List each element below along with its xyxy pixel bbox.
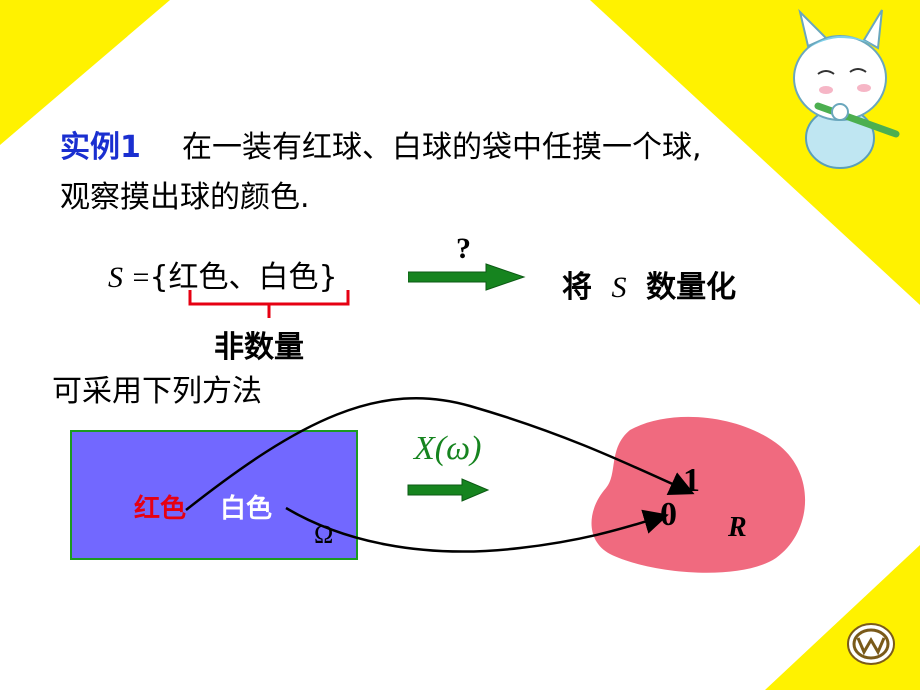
omega-symbol: Ω — [314, 520, 334, 549]
example-label: 实例1 — [60, 130, 141, 165]
under-bracket — [188, 290, 350, 318]
question-mark: ? — [456, 232, 471, 265]
method-text: 可采用下列方法 — [52, 374, 262, 409]
real-set-blob — [591, 416, 806, 573]
real-set-label: R — [728, 512, 747, 543]
non-numeric-label: 非数量 — [214, 330, 304, 365]
mapping-label: X(ω) — [414, 430, 482, 467]
green-arrow-icon — [408, 263, 526, 291]
example-text-line-1: 在一装有红球、白球的袋中任摸一个球, — [181, 130, 702, 165]
quantify-suffix: 数量化 — [646, 270, 737, 305]
example-line-2: 观察摸出球的颜色. — [60, 180, 310, 215]
quantify-prefix: 将 — [562, 270, 592, 305]
value-zero: 0 — [660, 496, 677, 533]
sample-space-box — [70, 430, 358, 560]
value-one: 1 — [683, 462, 700, 499]
sample-space: S ={红色、白色} — [108, 252, 338, 296]
quantify-statement: 将 S 数量化 — [562, 262, 736, 306]
quantify-symbol: S — [611, 271, 627, 304]
mascot-cat-icon — [793, 8, 900, 169]
example-line-1: 实例1 在一装有红球、白球的袋中任摸一个球, — [60, 122, 702, 166]
red-outcome-label: 红色 — [134, 494, 187, 524]
sample-space-set: {红色、白色} — [149, 260, 338, 295]
white-outcome-label: 白色 — [220, 494, 273, 524]
sample-space-symbol: S — [108, 261, 123, 294]
emblem-logo-icon — [847, 623, 895, 665]
equals-sign: = — [132, 261, 150, 294]
